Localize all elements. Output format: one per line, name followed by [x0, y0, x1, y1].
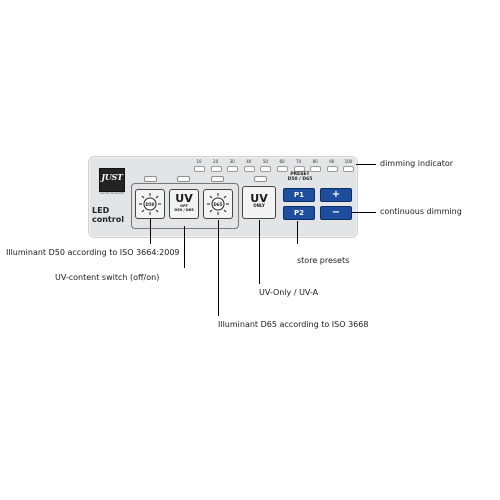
uv-only-button-sub-label: ONLY: [253, 203, 265, 208]
dim-up-button[interactable]: +: [320, 188, 352, 202]
brand-logo: JUST: [99, 168, 125, 192]
sun-icon: [207, 193, 229, 215]
uv-only-leader: [259, 220, 260, 284]
dimming-indicator-leader: [356, 164, 376, 165]
dimming-scale-led: [293, 166, 305, 172]
dimming-scale-led: [326, 166, 338, 172]
brand-subtitle: normlicht GmbH: [99, 191, 125, 195]
uv-only-button[interactable]: UV ONLY: [242, 186, 276, 219]
uv-switch-button[interactable]: UV OFF D50 / D65: [169, 189, 199, 219]
brand-logo-text: JUST: [101, 172, 123, 182]
dimming-scale-led: [194, 166, 205, 172]
dimming-scale-led: [260, 166, 272, 172]
dimming-scale-number: 40: [246, 159, 252, 164]
dimming-scale-number: 10: [196, 159, 202, 164]
dimming-scale-number: 50: [262, 159, 268, 164]
dimming-scale-number: 100: [344, 159, 353, 164]
sun-icon: [139, 193, 161, 215]
uv-button-sub-label: D50 / D65: [174, 208, 194, 212]
callout-dimming-indicator: dimming indicator: [380, 159, 454, 168]
dimming-scale-led: [343, 166, 355, 172]
illuminant-button-group: [131, 183, 239, 229]
dimming-scale-number: 90: [329, 159, 335, 164]
callout-uv-content-switch: UV-content switch (off/on): [55, 273, 160, 282]
dimming-scale-led: [227, 166, 239, 172]
d50-button-label: D50: [145, 202, 155, 207]
panel-label-line1: LED: [92, 206, 110, 215]
d65-button-label: D65: [213, 202, 223, 207]
dimming-scale-number: 80: [312, 159, 318, 164]
uv-button-label: UV: [175, 192, 193, 205]
uv-button-off-label: OFF: [180, 204, 188, 208]
dimming-scale-number: 60: [279, 159, 285, 164]
panel-label: LED control: [92, 206, 132, 224]
dimming-scale-led: [277, 166, 288, 172]
preset-p1-button[interactable]: P1: [283, 188, 315, 202]
d65-leader: [218, 220, 219, 316]
d50-indicator-led: [144, 176, 157, 182]
callout-illuminant-d65: Illuminant D65 according to ISO 3668: [218, 320, 369, 329]
preset-title-line1: PRESET: [290, 172, 310, 177]
uv-switch-leader: [184, 226, 185, 268]
dim-down-button[interactable]: −: [320, 206, 352, 220]
callout-illuminant-d50: Illuminant D50 according to ISO 3664:200…: [6, 248, 180, 257]
callout-uv-only: UV-Only / UV-A: [259, 288, 319, 297]
preset-title: PRESET D50 / D65: [280, 172, 320, 182]
uv-only-indicator-led: [254, 176, 267, 182]
callout-store-presets: store presets: [297, 256, 350, 265]
d50-button[interactable]: D50: [135, 189, 165, 219]
preset-p2-button[interactable]: P2: [283, 206, 315, 220]
dimming-scale-led: [243, 166, 255, 172]
d65-button[interactable]: D65: [203, 189, 233, 219]
uv-indicator-led: [177, 176, 190, 182]
dimming-scale-led: [310, 166, 322, 172]
d50-leader: [150, 219, 151, 244]
uv-only-button-label: UV: [250, 192, 268, 205]
dimming-scale-number: 30: [229, 159, 235, 164]
panel-label-line2: control: [92, 215, 124, 224]
continuous-dimming-leader: [352, 212, 376, 213]
callout-continuous-dimming: continuous dimming: [380, 207, 462, 216]
dimming-scale-number: 70: [296, 159, 302, 164]
preset-title-line2: D50 / D65: [287, 177, 313, 182]
d65-indicator-led: [211, 176, 224, 182]
dimming-scale-number: 20: [213, 159, 219, 164]
store-presets-leader: [297, 221, 298, 244]
dimming-scale-led: [210, 166, 222, 172]
